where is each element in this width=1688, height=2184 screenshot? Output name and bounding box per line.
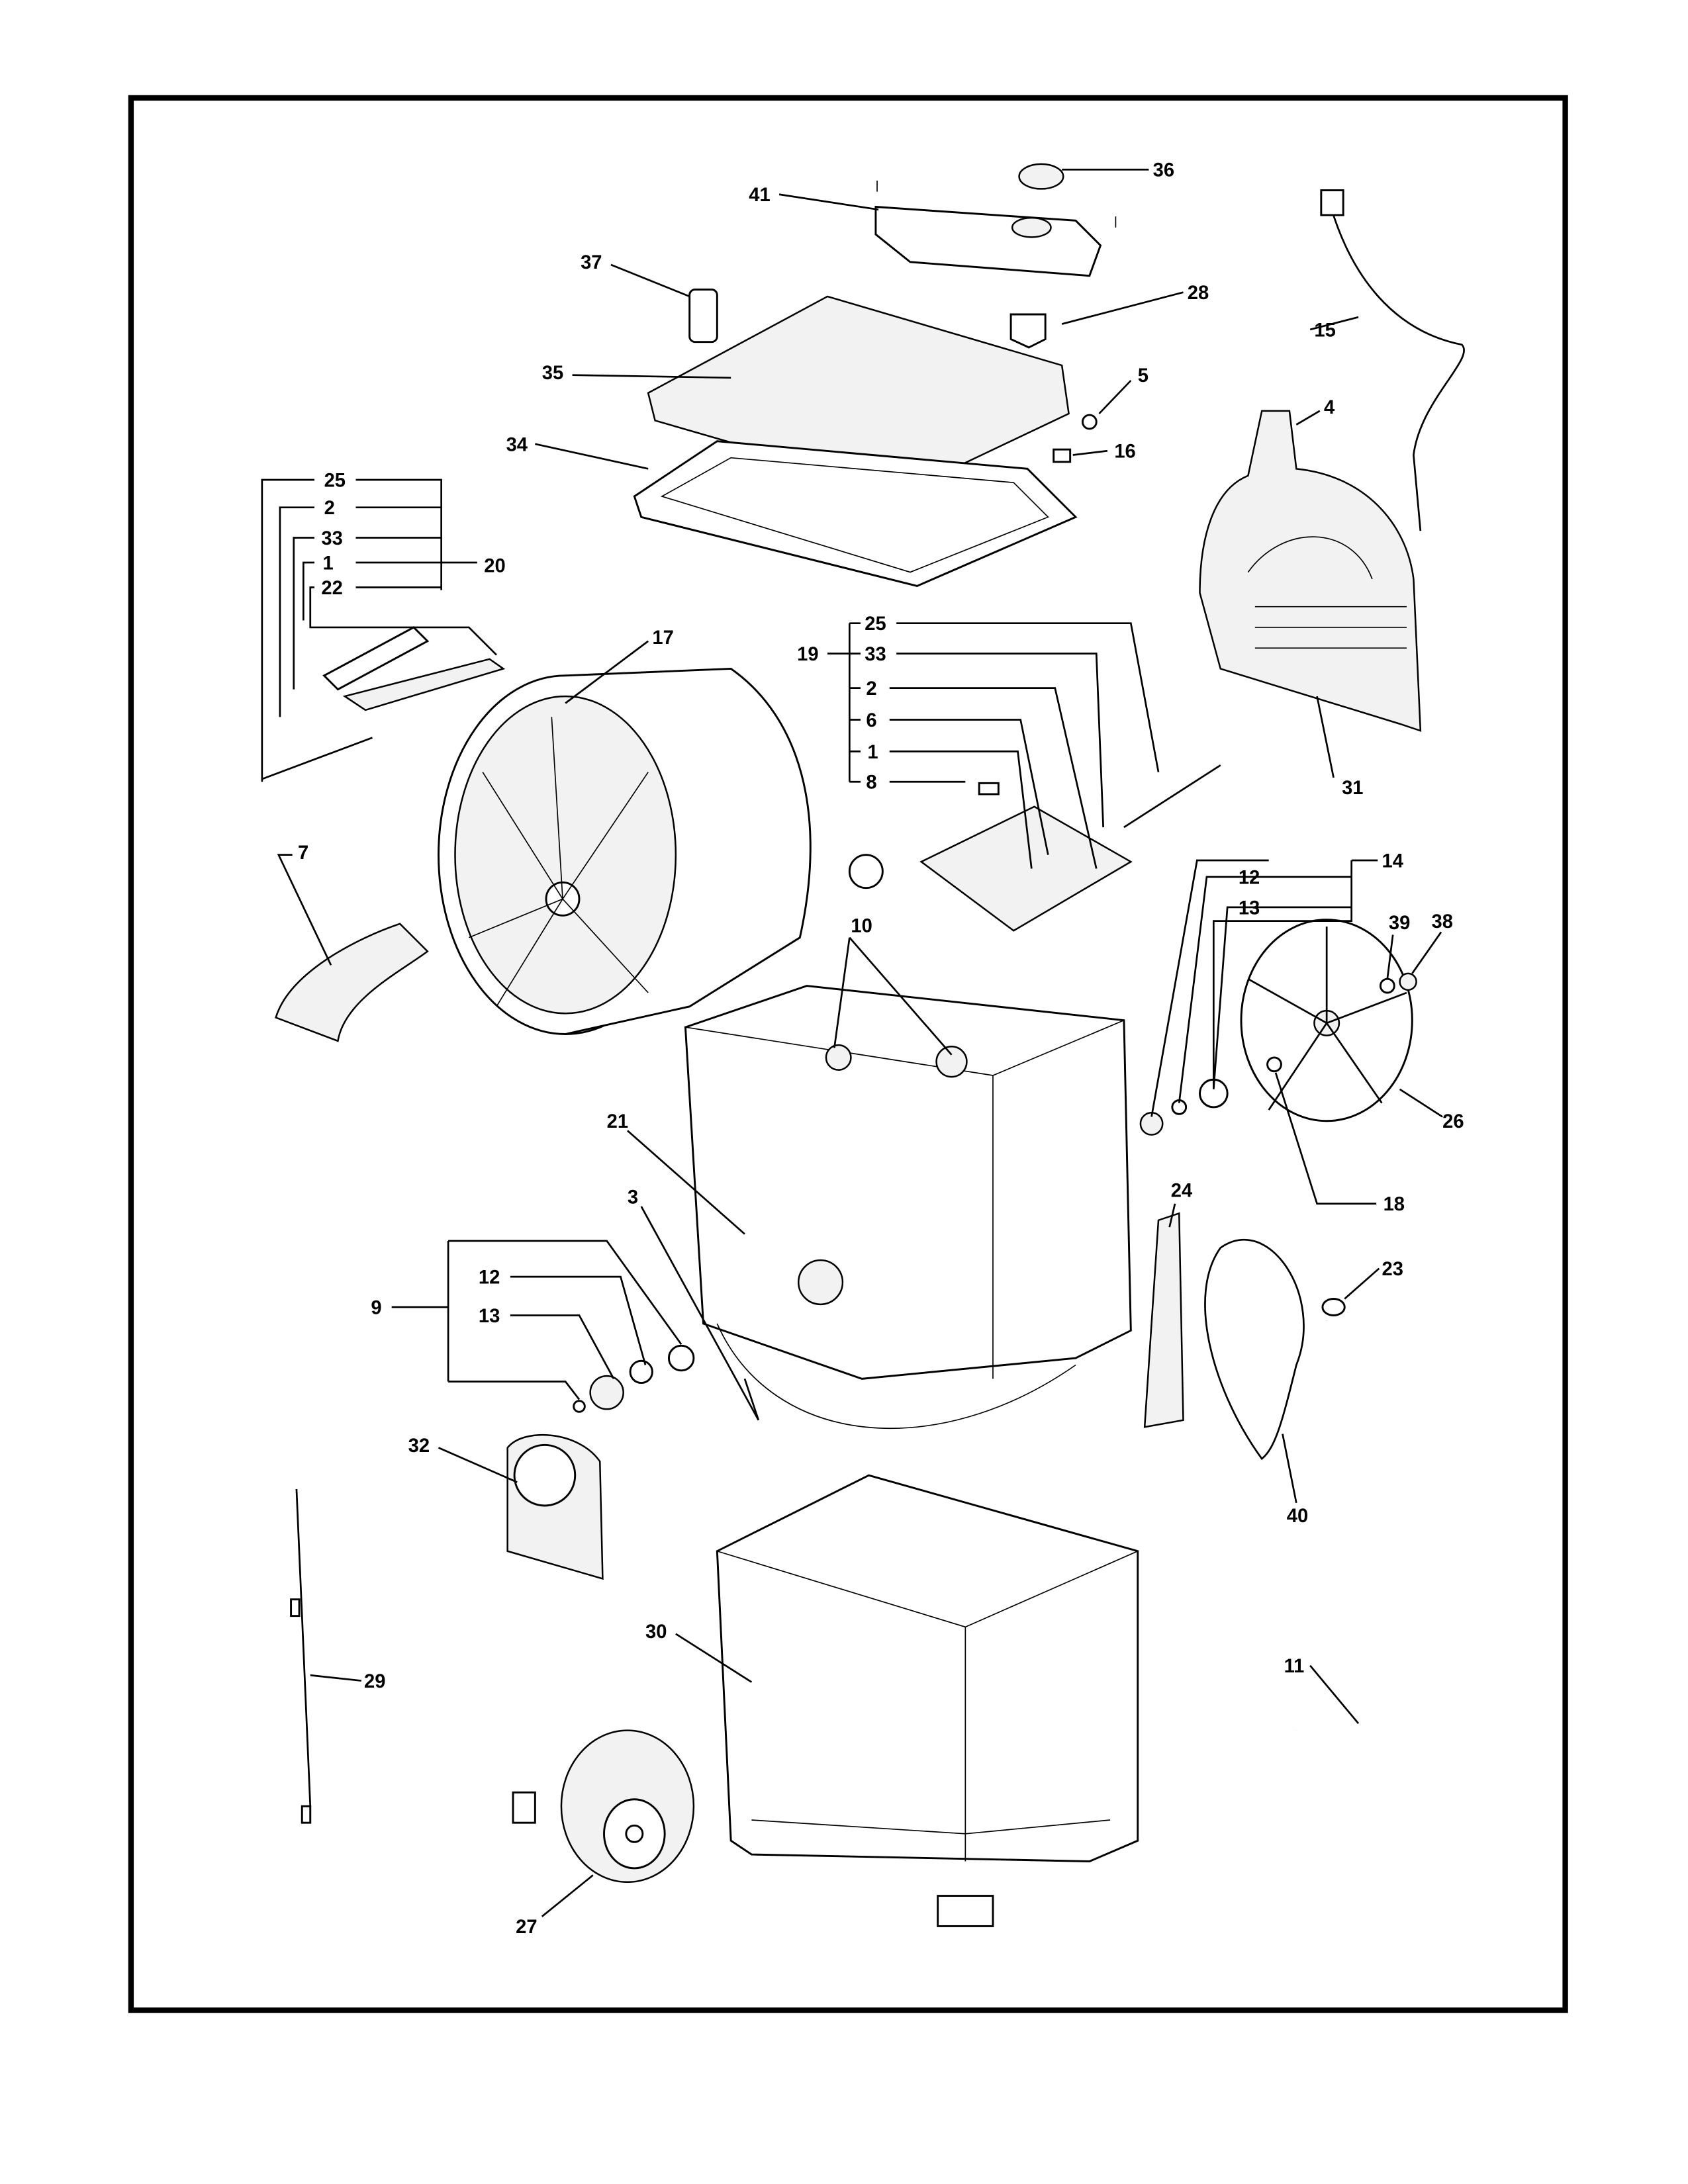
label-26: 26 bbox=[1442, 1111, 1464, 1132]
wire-harness-29 bbox=[290, 1488, 312, 1824]
diagram-frame bbox=[128, 95, 1568, 2013]
label-39: 39 bbox=[1389, 913, 1410, 934]
label-36: 36 bbox=[1153, 160, 1174, 181]
label-20-2: 2 bbox=[324, 498, 335, 519]
label-27: 27 bbox=[516, 1917, 537, 1938]
label-34: 34 bbox=[506, 434, 528, 455]
lifter-group-19 bbox=[919, 764, 1221, 932]
nut-38 bbox=[1399, 972, 1417, 991]
label-20-22: 22 bbox=[321, 578, 342, 599]
lifter-7 bbox=[275, 923, 429, 1042]
label-38: 38 bbox=[1432, 911, 1453, 933]
switch-28 bbox=[1009, 313, 1047, 349]
small-part-18 bbox=[1266, 1056, 1282, 1073]
part-labels: 41 36 37 28 35 5 15 4 34 16 25 2 33 1 22… bbox=[298, 160, 1464, 1938]
drain-hose-11 bbox=[1293, 1320, 1362, 1866]
label-14-13: 13 bbox=[1239, 897, 1260, 919]
label-19: 19 bbox=[797, 644, 818, 665]
knob-36 bbox=[1018, 163, 1064, 190]
bearing-group-9 bbox=[573, 1344, 695, 1413]
belt-40 bbox=[1204, 1238, 1305, 1461]
label-31: 31 bbox=[1342, 778, 1363, 799]
label-3: 3 bbox=[628, 1187, 638, 1208]
label-23: 23 bbox=[1382, 1259, 1403, 1280]
label-4: 4 bbox=[1324, 397, 1335, 418]
label-35: 35 bbox=[542, 363, 563, 384]
shaft-3 bbox=[743, 1378, 760, 1421]
bracket-24 bbox=[1143, 1212, 1184, 1428]
label-10: 10 bbox=[851, 915, 872, 936]
label-24: 24 bbox=[1171, 1180, 1193, 1201]
rear-cover-31 bbox=[1199, 410, 1422, 732]
label-20: 20 bbox=[484, 556, 505, 577]
small-part-16 bbox=[1053, 448, 1072, 463]
label-17: 17 bbox=[652, 627, 673, 649]
label-5: 5 bbox=[1138, 365, 1149, 387]
pulley-26 bbox=[1240, 919, 1413, 1122]
label-20-25: 25 bbox=[324, 470, 346, 491]
cover-32 bbox=[506, 1433, 604, 1580]
label-30: 30 bbox=[645, 1621, 667, 1643]
label-28: 28 bbox=[1188, 283, 1209, 304]
label-7: 7 bbox=[298, 842, 308, 864]
bearing-group-14 bbox=[1139, 1078, 1229, 1136]
label-14-12: 12 bbox=[1239, 867, 1260, 888]
capacitor-37 bbox=[688, 289, 718, 343]
label-40: 40 bbox=[1287, 1506, 1308, 1527]
label-9-13: 13 bbox=[479, 1306, 500, 1327]
label-11: 11 bbox=[1284, 1656, 1305, 1677]
label-37: 37 bbox=[581, 252, 602, 273]
tub-21 bbox=[684, 985, 1132, 1430]
label-15: 15 bbox=[1314, 320, 1335, 341]
cabinet-30 bbox=[716, 1474, 1139, 1927]
label-20-33: 33 bbox=[321, 528, 342, 549]
label-19-1: 1 bbox=[867, 742, 878, 763]
small-part-10 bbox=[848, 854, 884, 889]
lid-35 bbox=[647, 295, 1070, 494]
label-20-1: 1 bbox=[323, 553, 334, 574]
label-19-25: 25 bbox=[865, 614, 886, 635]
label-18: 18 bbox=[1383, 1194, 1405, 1215]
control-panel-41 bbox=[874, 180, 1117, 277]
label-19-33: 33 bbox=[865, 644, 886, 665]
motor-27 bbox=[512, 1729, 695, 1884]
drum-17 bbox=[438, 667, 812, 1035]
label-14: 14 bbox=[1382, 850, 1404, 872]
label-32: 32 bbox=[408, 1435, 430, 1457]
label-41: 41 bbox=[749, 185, 770, 206]
label-29: 29 bbox=[364, 1671, 385, 1692]
label-16: 16 bbox=[1114, 441, 1135, 463]
nut-39 bbox=[1379, 978, 1395, 994]
label-19-2: 2 bbox=[866, 678, 876, 700]
label-9-12: 12 bbox=[479, 1267, 500, 1289]
clamp-23 bbox=[1321, 1298, 1346, 1316]
power-cord-15 bbox=[1320, 189, 1465, 531]
top-frame-34 bbox=[633, 440, 1078, 587]
lifter-group-20 bbox=[261, 626, 506, 780]
label-21: 21 bbox=[607, 1111, 628, 1132]
small-part-5 bbox=[1081, 414, 1098, 430]
label-19-6: 6 bbox=[866, 710, 876, 731]
label-19-8: 8 bbox=[866, 772, 876, 794]
leader-lines bbox=[261, 168, 1443, 1917]
label-9: 9 bbox=[371, 1297, 381, 1318]
